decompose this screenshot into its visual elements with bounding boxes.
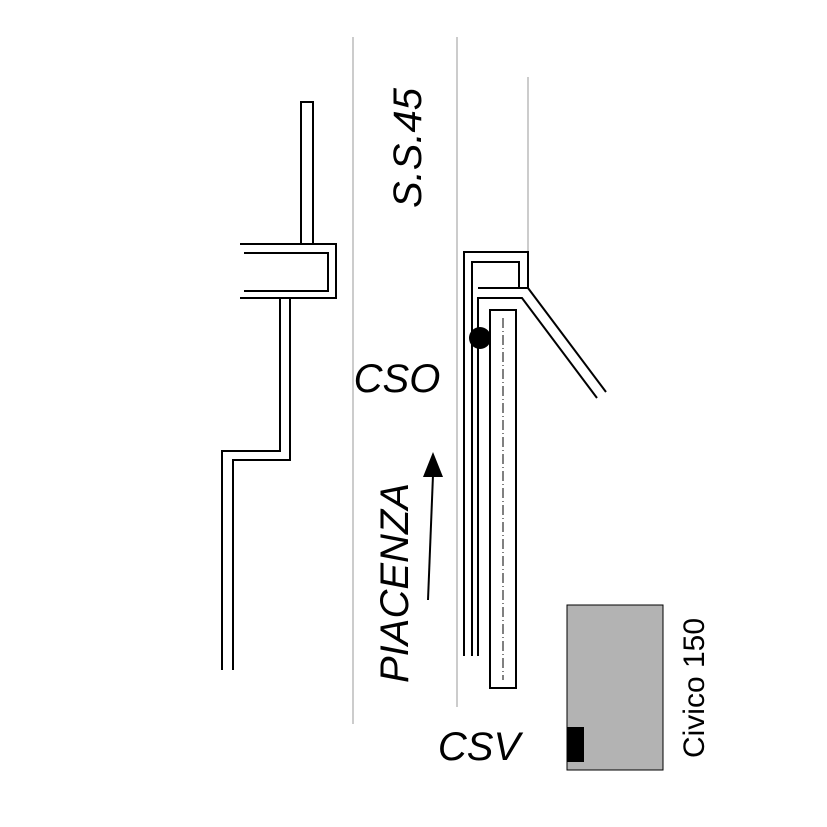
direction-label: PIACENZA <box>373 483 417 683</box>
building-entrance-marker <box>567 727 584 762</box>
left-boundary-inner <box>221 298 281 670</box>
left-pole <box>300 101 314 245</box>
right-access-outer <box>463 251 607 656</box>
left-boundary-outer <box>232 298 291 670</box>
left-access-outer <box>240 243 337 299</box>
cso-label: CSO <box>354 357 441 401</box>
road-edges <box>352 37 529 724</box>
csv-label: CSV <box>438 725 524 769</box>
right-access-inner <box>477 297 598 656</box>
left-access-inner <box>244 252 329 292</box>
left-side-structure <box>221 101 337 670</box>
building-label: Civico 150 <box>678 618 711 758</box>
road-name-label: S.S.45 <box>386 87 430 208</box>
right-access-mid <box>471 261 520 656</box>
cso-point-marker <box>469 327 491 349</box>
direction-arrow <box>423 452 443 601</box>
